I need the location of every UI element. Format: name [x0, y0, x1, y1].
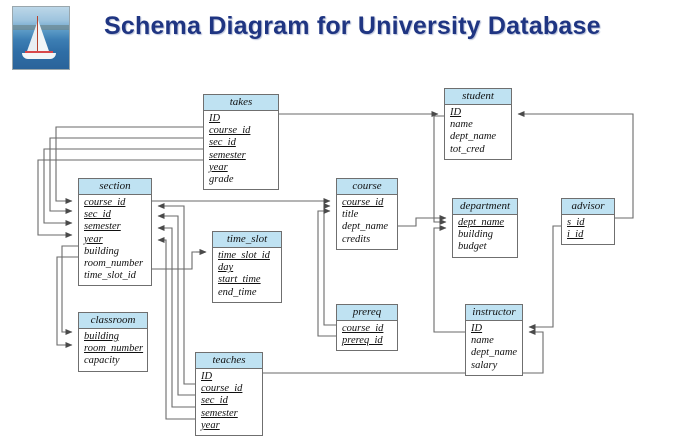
entity-title-advisor: advisor [562, 199, 614, 215]
attribute-building: building [84, 331, 120, 342]
attribute-sec_id: sec_id [84, 209, 111, 221]
sailboat-photo [12, 6, 70, 70]
entity-title-time_slot: time_slot [213, 232, 281, 248]
attribute-start_time: start_time [218, 274, 261, 286]
attribute-year: year [84, 233, 103, 245]
attribute-day: day [218, 262, 234, 274]
attribute-grade: grade [209, 174, 234, 186]
attribute-time_slot_id: time_slot_id [84, 270, 136, 282]
attribute-semester: semester [209, 149, 246, 161]
attribute-course_id: course_id [209, 125, 251, 137]
attribute-salary: salary [471, 359, 498, 371]
attribute-sec_id: sec_id [209, 137, 236, 149]
main-sail [37, 17, 50, 54]
attribute-title: title [342, 209, 359, 221]
attribute-budget: budget [458, 241, 487, 253]
attribute-year: year [201, 419, 220, 431]
hull [22, 53, 56, 59]
attribute-ID: ID [450, 107, 462, 118]
attribute-room_number: room_number [84, 258, 144, 270]
attribute-room_number: room_number [84, 343, 144, 355]
attribute-name: name [450, 119, 473, 131]
attribute-building: building [84, 245, 120, 257]
entity-title-course: course [337, 179, 397, 195]
entity-title-section: section [79, 179, 151, 195]
attribute-dept_name: dept_name [450, 131, 497, 143]
hull-stripe [25, 51, 53, 54]
attribute-year: year [209, 161, 228, 173]
attribute-i_id: i_id [567, 229, 584, 241]
attribute-prereq_id: prereq_id [342, 335, 383, 347]
attribute-ID: ID [471, 323, 483, 334]
attribute-name: name [471, 335, 494, 347]
entity-title-student: student [445, 89, 511, 105]
attribute-course_id: course_id [342, 323, 384, 334]
attribute-building: building [458, 229, 494, 241]
attribute-dept_name: dept_name [471, 347, 518, 359]
attribute-sec_id: sec_id [201, 395, 228, 407]
attribute-ID: ID [209, 113, 221, 124]
attribute-time_slot_id: time_slot_id [218, 250, 270, 261]
jib-sail [26, 23, 37, 54]
attribute-tot_cred: tot_cred [450, 143, 485, 155]
attribute-ID: ID [201, 371, 213, 382]
entity-title-teaches: teaches [196, 353, 262, 369]
entity-title-prereq: prereq [337, 305, 397, 321]
entity-title-classroom: classroom [79, 313, 147, 329]
entity-title-takes: takes [204, 95, 278, 111]
attribute-capacity: capacity [84, 355, 120, 367]
entity-title-department: department [453, 199, 517, 215]
slide-header: Schema Diagram for University Database [0, 0, 688, 80]
attribute-end_time: end_time [218, 286, 257, 298]
attribute-semester: semester [201, 407, 238, 419]
relationship-lines [37, 111, 634, 420]
attribute-course_id: course_id [201, 383, 243, 395]
attribute-semester: semester [84, 221, 121, 233]
attribute-s_id: s_id [567, 217, 585, 228]
entity-title-instructor: instructor [466, 305, 522, 321]
attribute-dept_name: dept_name [342, 221, 389, 233]
attribute-course_id: course_id [342, 197, 384, 208]
page-title: Schema Diagram for University Database [104, 12, 601, 40]
attribute-dept_name: dept_name [458, 217, 505, 228]
attribute-course_id: course_id [84, 197, 126, 208]
mast [37, 16, 38, 55]
attribute-credits: credits [342, 233, 371, 245]
